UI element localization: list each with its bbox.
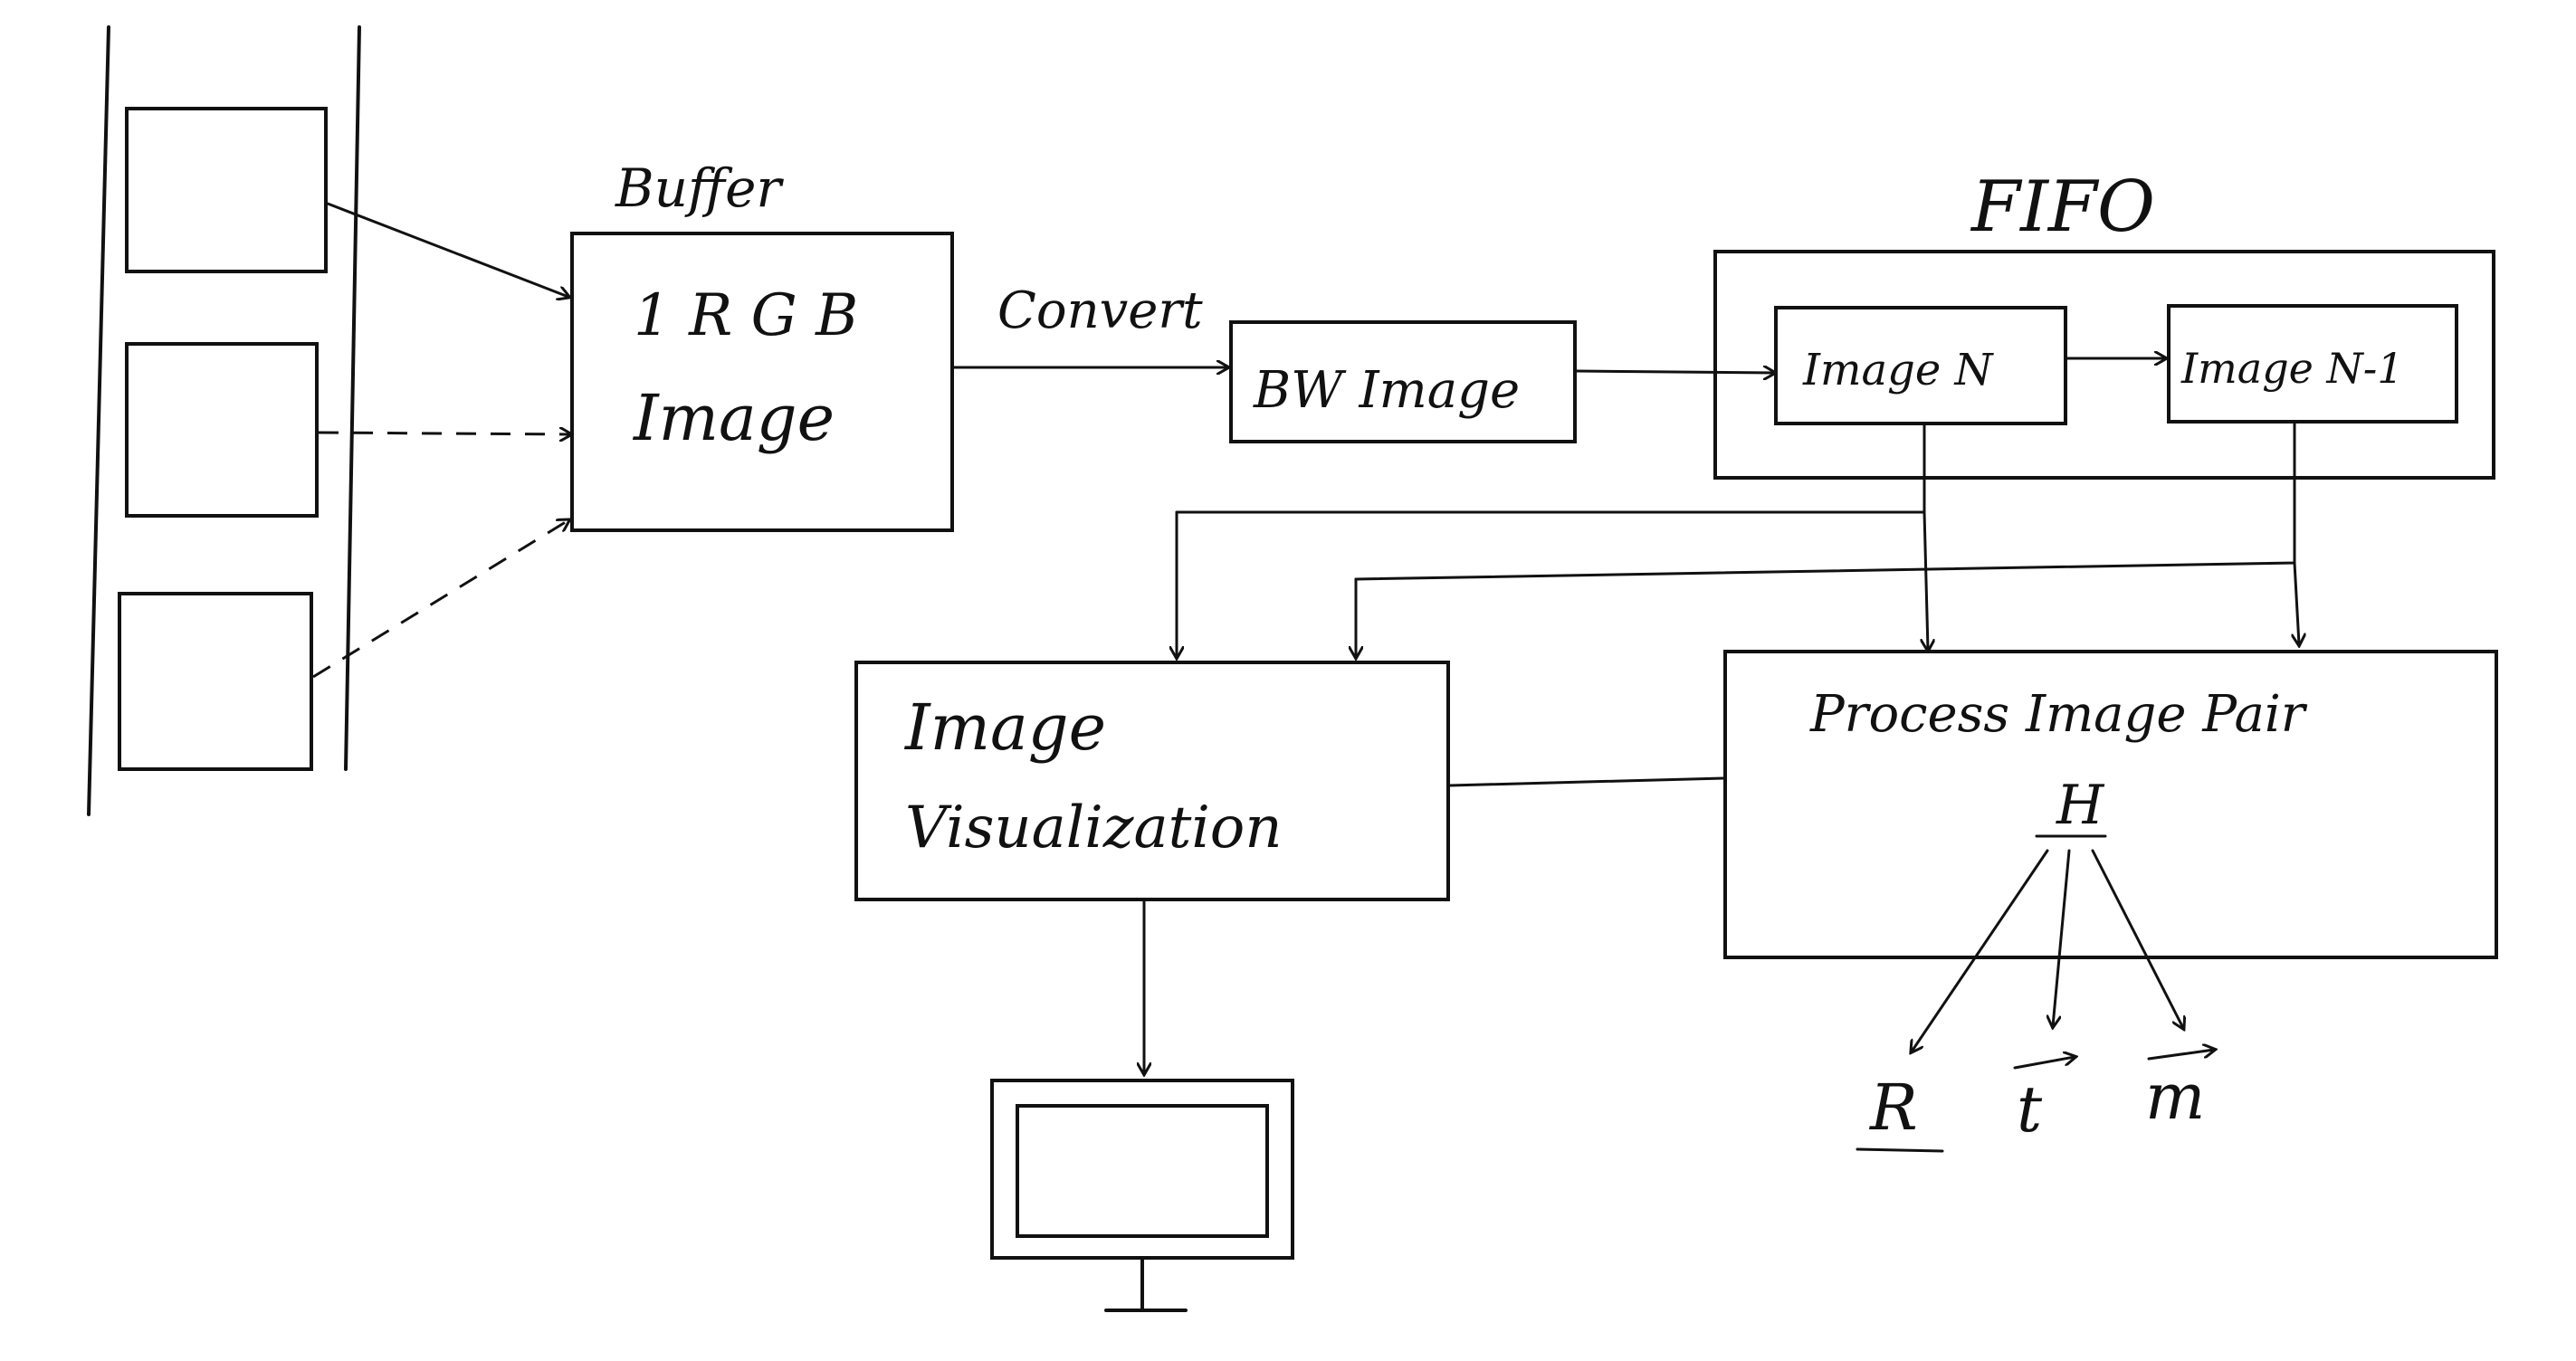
- h-symbol: H: [2056, 774, 2105, 837]
- film-strip: [87, 25, 361, 816]
- film-strip-right-rail: [344, 25, 361, 771]
- image-n1-to-process-arrow: [2295, 561, 2299, 644]
- process-image-pair-box: [1723, 650, 2498, 959]
- output-r: R: [1868, 1071, 1918, 1145]
- output-m: m: [2145, 1060, 2205, 1134]
- fifo-item-image-n-label: Image N: [1802, 345, 1994, 395]
- h-to-m-arrow: [2091, 849, 2183, 1028]
- fifo-item-image-n1: [2167, 304, 2458, 424]
- h-to-r-arrow: [1912, 849, 2049, 1052]
- monitor-screen: [1016, 1104, 1269, 1238]
- bw-image-box: [1229, 320, 1577, 443]
- image-n-branch-line: [1175, 424, 1926, 514]
- process-image-pair-label: Process Image Pair: [1809, 685, 2308, 744]
- rgb-image-line2: Image: [632, 381, 835, 455]
- rgb-image-line1: 1 R G B: [634, 282, 858, 349]
- fifo-label: FIFO: [1970, 167, 2155, 248]
- convert-label: Convert: [997, 281, 1203, 340]
- bw-image-label: BW Image: [1253, 361, 1520, 420]
- visualization-process-link: [1448, 776, 1725, 787]
- film-frame-1: [125, 107, 328, 273]
- fifo-item-image-n: [1774, 306, 2067, 425]
- visualization-line1: Image: [903, 690, 1106, 765]
- output-t-vector-arrow: [2013, 1057, 2075, 1070]
- fifo-box: [1713, 250, 2495, 480]
- output-r-underline: [1856, 1147, 1944, 1153]
- output-t: t: [2017, 1072, 2043, 1147]
- film-strip-left-rail: [87, 25, 110, 816]
- frame3-to-buffer-arrow: [312, 520, 568, 679]
- visualization-line2: Visualization: [905, 795, 1283, 861]
- buffer-label: Buffer: [615, 157, 784, 219]
- bw-to-fifo-arrow: [1575, 371, 1774, 373]
- fifo-item-image-n1-label: Image N-1: [2180, 344, 2404, 393]
- frame1-to-buffer-arrow: [326, 202, 568, 297]
- h-to-t-arrow: [2053, 849, 2071, 1026]
- film-frame-2: [125, 342, 319, 518]
- image-n1-branch-line: [1354, 422, 2296, 581]
- monitor-icon: [990, 1079, 1294, 1312]
- image-visualization-box: [854, 661, 1450, 901]
- film-frame-3: [118, 592, 313, 771]
- output-m-vector-arrow: [2147, 1050, 2214, 1061]
- frame2-to-buffer-arrow: [318, 433, 570, 434]
- rgb-image-box: [570, 232, 954, 532]
- image-n-to-process-arrow: [1924, 510, 1928, 650]
